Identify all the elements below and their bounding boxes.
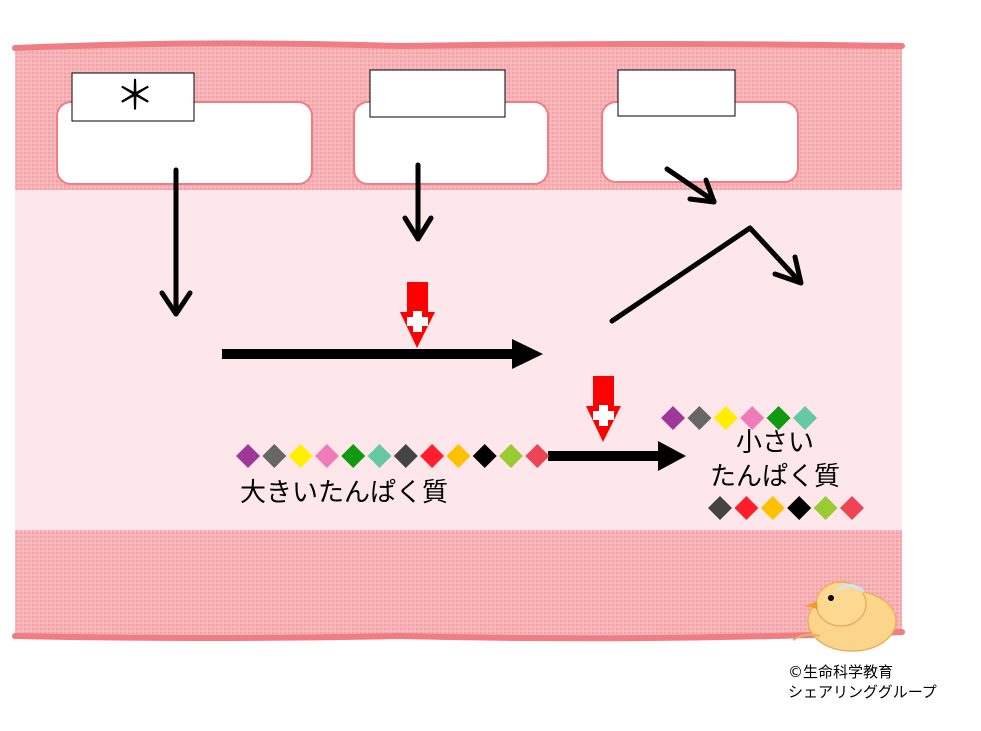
amino-acid-bead	[341, 444, 366, 468]
amino-acid-bead	[840, 496, 864, 520]
label-rect-middle	[369, 69, 506, 118]
large-protein-label: 大きいたんぱく質	[240, 478, 449, 508]
amino-acid-bead	[420, 444, 445, 468]
amino-acid-bead	[314, 444, 339, 468]
arrow-main-horizontal	[222, 339, 543, 369]
amino-acid-bead	[760, 496, 785, 520]
amino-acid-bead	[288, 444, 313, 468]
small-protein-chain-top	[661, 406, 817, 430]
label-rect-right	[617, 69, 736, 117]
credit-line2: シェアリンググループ	[788, 683, 937, 701]
amino-acid-bead	[687, 406, 712, 430]
amino-acid-bead	[813, 496, 838, 520]
amino-acid-bead	[793, 406, 817, 430]
credit-text: ©生命科学教育 シェアリンググループ	[788, 662, 937, 702]
arrow-right-small	[664, 166, 717, 205]
lower-membrane-edge	[12, 629, 905, 642]
arrow-bent-right	[609, 225, 804, 324]
large-protein-chain	[236, 444, 550, 468]
amino-acid-bead	[525, 444, 550, 468]
amino-acid-bead	[766, 406, 791, 430]
arrow-left-down	[159, 167, 193, 317]
label-rect-left	[71, 72, 195, 122]
credit-line1: ©生命科学教育	[788, 663, 894, 681]
amino-acid-bead	[713, 406, 738, 430]
lower-membrane	[15, 530, 902, 639]
enzyme-marker-1	[400, 282, 435, 348]
small-protein-chain-bottom	[708, 496, 864, 520]
amino-acid-bead	[499, 444, 523, 468]
amino-acid-bead	[734, 496, 759, 520]
amino-acid-bead	[367, 444, 392, 468]
amino-acid-bead	[393, 444, 418, 468]
cytoplasm-band	[15, 190, 902, 530]
enzyme-marker-2	[586, 376, 621, 442]
amino-acid-bead	[708, 496, 732, 520]
small-protein-label: 小さい たんぱく質	[675, 426, 875, 494]
small-protein-label-line2: たんぱく質	[709, 462, 840, 492]
arrow-cleavage	[548, 441, 686, 471]
upper-membrane-edge	[12, 40, 905, 51]
amino-acid-bead	[446, 444, 471, 468]
amino-acid-bead	[262, 444, 287, 468]
chick-icon	[792, 581, 897, 652]
amino-acid-bead	[787, 496, 812, 520]
amino-acid-bead	[740, 406, 765, 430]
arrow-middle-down	[402, 162, 434, 242]
box-marker-asterisk: ＊	[115, 73, 155, 119]
small-protein-label-line1: 小さい	[735, 428, 814, 458]
amino-acid-bead	[236, 444, 260, 468]
amino-acid-bead	[661, 406, 685, 430]
amino-acid-bead	[472, 444, 497, 468]
